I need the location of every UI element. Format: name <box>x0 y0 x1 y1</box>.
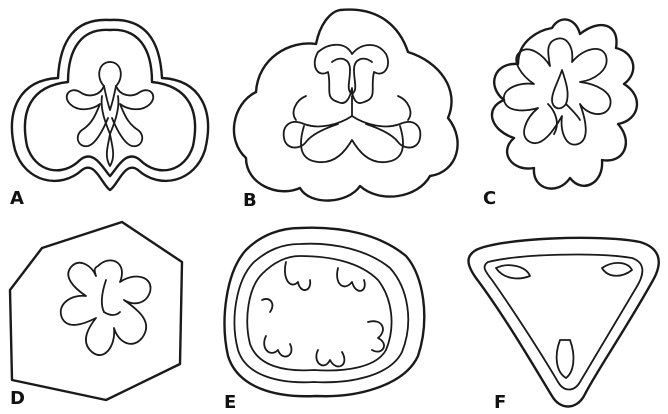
panel-e-drawing <box>225 228 425 397</box>
panel-label-b: B <box>243 192 257 210</box>
panel-label-e: E <box>224 394 236 412</box>
panel-a-drawing <box>12 20 208 190</box>
panel-label-d: D <box>10 390 25 408</box>
panel-d-drawing <box>10 222 182 400</box>
panel-c-drawing <box>492 19 637 188</box>
panel-label-f: F <box>494 394 506 412</box>
panel-b-drawing <box>234 10 458 201</box>
panel-label-a: A <box>10 190 24 208</box>
panel-f-drawing <box>469 238 659 407</box>
panel-label-c: C <box>483 190 496 208</box>
